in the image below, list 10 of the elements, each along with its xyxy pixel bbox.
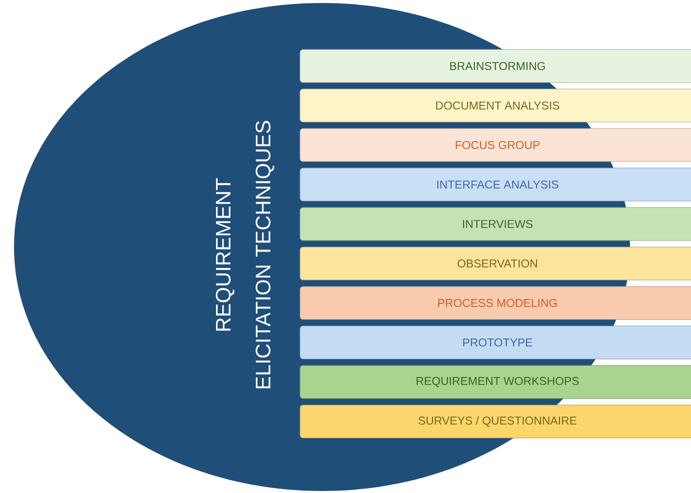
technique-bar: FOCUS GROUP [300,128,691,162]
technique-bar: INTERFACE ANALYSIS [300,168,691,202]
technique-bar: DOCUMENT ANALYSIS [300,88,691,122]
technique-bar: BRAINSTORMING [300,49,691,83]
technique-bar: REQUIREMENT WORKSHOPS [300,365,691,399]
technique-bar: PROCESS MODELING [300,286,691,320]
technique-bar: INTERVIEWS [300,207,691,241]
technique-bar: SURVEYS / QUESTIONNAIRE [300,404,691,438]
technique-bar: OBSERVATION [300,246,691,280]
technique-bar: PROTOTYPE [300,326,691,360]
